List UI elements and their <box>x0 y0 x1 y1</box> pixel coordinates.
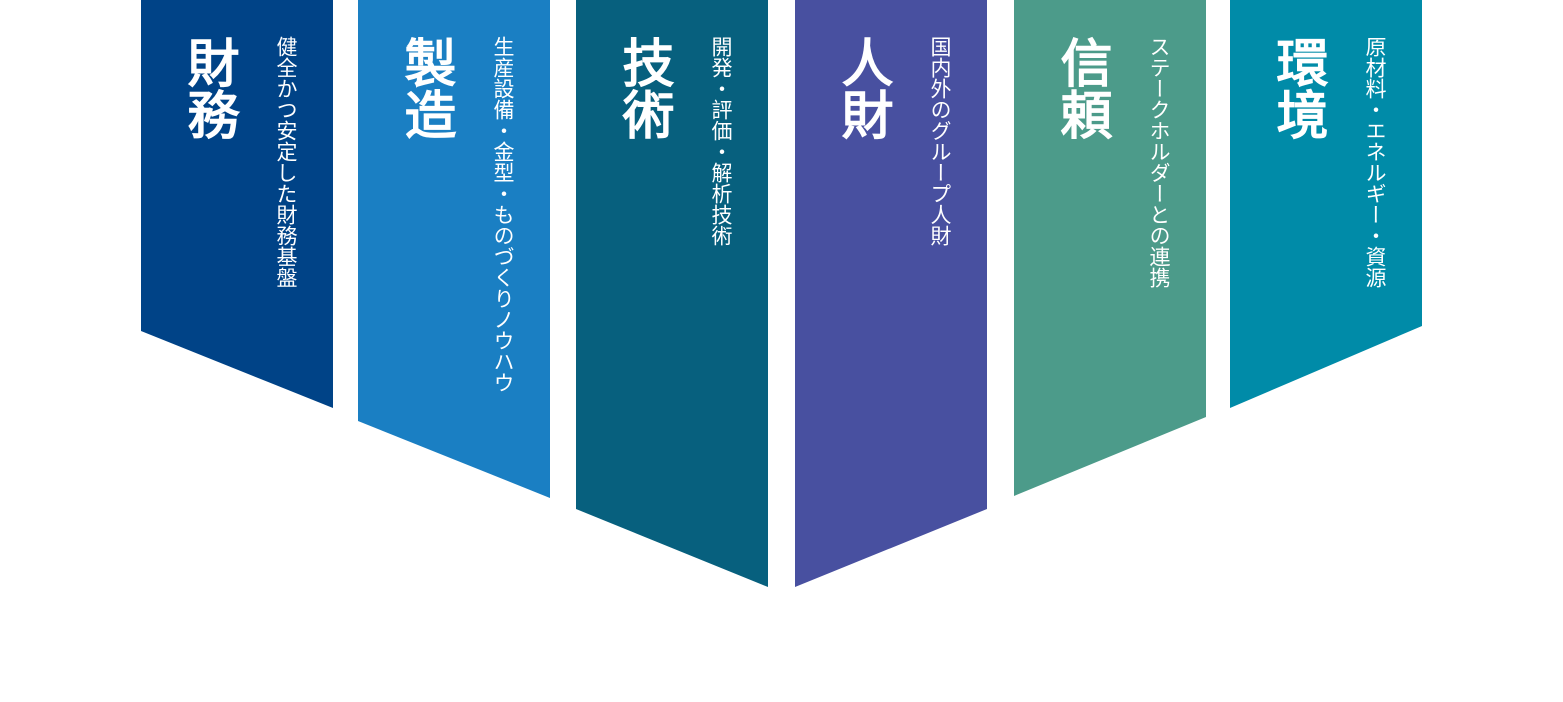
banner-human-resources: 人財 国内外のグループ人財 <box>795 0 987 590</box>
banner-technology: 技術 開発・評価・解析技術 <box>576 0 768 590</box>
banner-title: 技術 <box>613 36 673 140</box>
banner-trust: 信頼 ステークホルダーとの連携 <box>1014 0 1206 500</box>
banner-title: 信頼 <box>1051 36 1111 140</box>
banner-human-resources-shape <box>795 0 987 587</box>
banner-subtitle: ステークホルダーとの連携 <box>1147 36 1171 288</box>
banner-title: 人財 <box>832 36 892 140</box>
banner-trust-shape <box>1014 0 1206 496</box>
banner-manufacturing: 製造 生産設備・金型・ものづくりノウハウ <box>358 0 550 500</box>
banner-title: 財務 <box>178 36 238 140</box>
banner-finance: 財務 健全かつ安定した財務基盤 <box>141 0 333 410</box>
banner-title: 環境 <box>1267 36 1327 140</box>
banner-subtitle: 国内外のグループ人財 <box>928 36 952 246</box>
banner-finance-shape <box>141 0 333 408</box>
banner-title: 製造 <box>395 36 455 140</box>
banner-subtitle: 健全かつ安定した財務基盤 <box>274 36 298 288</box>
banner-subtitle: 原材料・エネルギー・資源 <box>1363 36 1387 288</box>
banner-environment-shape <box>1230 0 1422 408</box>
banner-manufacturing-shape <box>358 0 550 498</box>
banner-subtitle: 開発・評価・解析技術 <box>709 36 733 246</box>
banner-subtitle: 生産設備・金型・ものづくりノウハウ <box>491 36 515 393</box>
banner-technology-shape <box>576 0 768 587</box>
banner-environment: 環境 原材料・エネルギー・資源 <box>1230 0 1422 410</box>
